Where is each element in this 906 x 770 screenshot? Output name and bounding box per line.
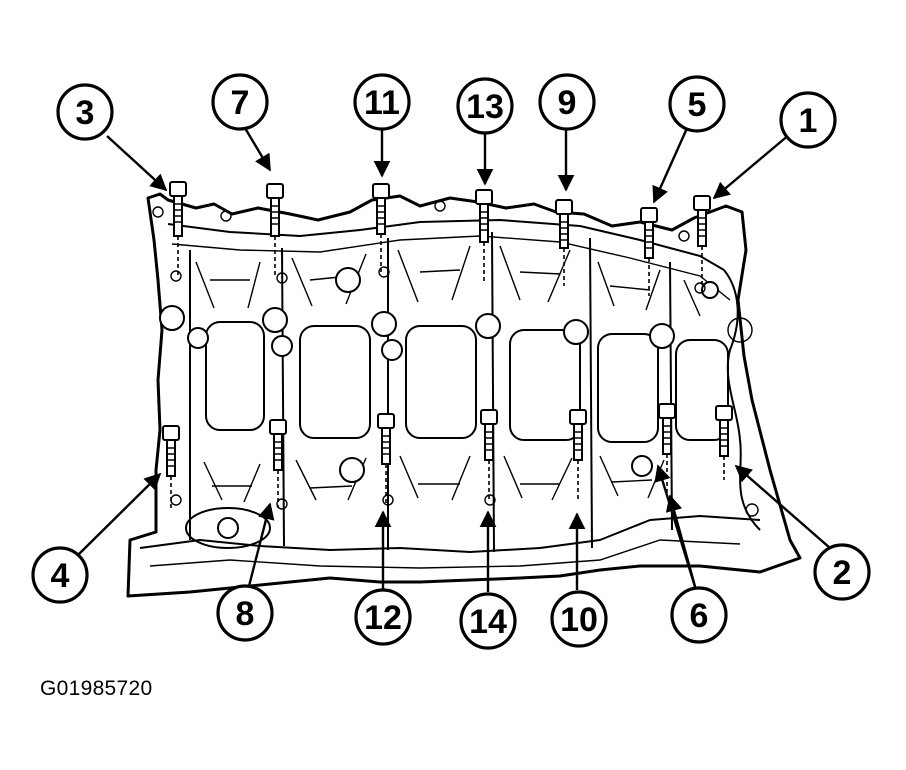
bolt-2 bbox=[715, 405, 733, 480]
callout-13: 13 bbox=[456, 77, 514, 135]
bolt-5 bbox=[640, 207, 658, 296]
callout-4-label: 4 bbox=[51, 557, 70, 595]
bolt-7 bbox=[266, 183, 284, 276]
callout-3-label: 3 bbox=[76, 94, 95, 132]
callout-11: 11 bbox=[353, 73, 411, 131]
callout-14: 14 bbox=[459, 592, 517, 650]
bolt-13 bbox=[475, 189, 493, 284]
bolt-12 bbox=[377, 413, 395, 504]
callout-1-label: 1 bbox=[799, 102, 818, 140]
leader-arrows bbox=[77, 125, 831, 592]
bulkhead-windows bbox=[205, 321, 729, 443]
callout-14-label: 14 bbox=[469, 603, 507, 641]
callout-5-label: 5 bbox=[688, 86, 707, 124]
bolt-10 bbox=[569, 409, 587, 500]
bearing-bosses bbox=[159, 267, 719, 483]
callout-12-label: 12 bbox=[364, 599, 402, 637]
callout-2-label: 2 bbox=[833, 554, 852, 592]
callout-9: 9 bbox=[538, 73, 596, 131]
callout-7: 7 bbox=[211, 73, 269, 131]
callout-8: 8 bbox=[216, 584, 274, 642]
callout-1: 1 bbox=[779, 91, 837, 149]
bolts bbox=[162, 181, 733, 510]
bolt-3 bbox=[169, 181, 187, 276]
callout-7-label: 7 bbox=[231, 84, 250, 122]
bolt-9 bbox=[555, 199, 573, 286]
figure-id-label: G01985720 bbox=[40, 677, 153, 700]
bolt-1 bbox=[693, 195, 711, 286]
callout-13-label: 13 bbox=[466, 88, 504, 126]
callout-11-label: 11 bbox=[364, 84, 400, 122]
callout-2: 2 bbox=[813, 543, 871, 601]
engine-block-illustration bbox=[126, 192, 802, 598]
callout-12: 12 bbox=[354, 588, 412, 646]
callout-9-label: 9 bbox=[558, 84, 577, 122]
bolt-8 bbox=[269, 419, 287, 508]
callout-5: 5 bbox=[668, 75, 726, 133]
callout-8-label: 8 bbox=[236, 595, 255, 633]
bolt-6a bbox=[658, 403, 676, 494]
callout-4: 4 bbox=[31, 546, 89, 604]
block-outline bbox=[126, 192, 802, 598]
callout-3: 3 bbox=[56, 83, 114, 141]
callout-6: 6 bbox=[670, 586, 728, 644]
bolt-4 bbox=[162, 425, 180, 510]
callout-10-label: 10 bbox=[560, 601, 598, 639]
bolt-14 bbox=[480, 409, 498, 502]
bolt-11 bbox=[372, 183, 390, 272]
callout-10: 10 bbox=[550, 590, 608, 648]
callout-6-label: 6 bbox=[690, 597, 709, 635]
